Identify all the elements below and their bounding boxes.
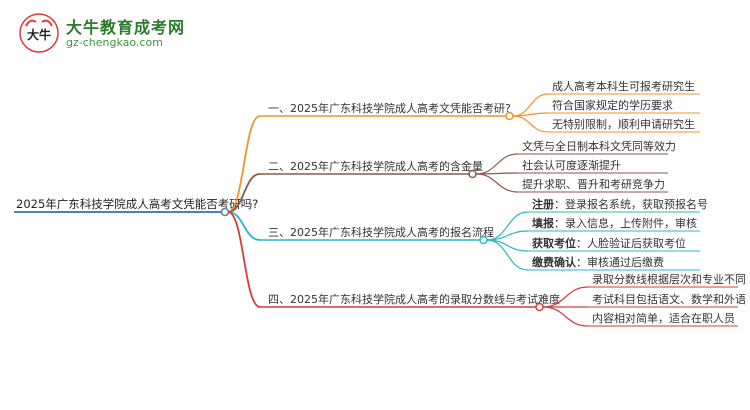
leaf-label: 缴费确认：审核通过后缴费 [532,255,664,269]
branch-label: 四、2025年广东科技学院成人高考的录取分数线与考试难度 [268,292,560,306]
branch-connector [227,173,261,213]
leaf-label-text: 社会认可度逐渐提升 [522,158,621,172]
root-label: 2025年广东科技学院成人高考文凭能否考研吗? [16,197,258,211]
leaf-label-bold: 注册 [532,197,554,211]
leaf-label-text: 提升求职、晋升和考研竞争力 [522,177,665,191]
leaf-label-text: 录取分数线根据层次和专业不同 [592,272,746,286]
branch-connector [227,211,261,308]
leaf-label: 成人高考本科生可报考研究生 [552,79,695,93]
leaf-label: 获取考位：人脸验证后获取考位 [532,236,686,250]
root-node [220,207,230,217]
leaf-label: 社会认可度逐渐提升 [522,158,621,172]
leaf-label: 考试科目包括语文、数学和外语 [592,292,746,306]
leaf-label-text: ：录入信息，上传附件，审核 [554,216,697,230]
leaf-connector [512,115,549,133]
branch-label: 二、2025年广东科技学院成人高考的含金量 [268,159,483,173]
leaf-label: 无特别限制，顺利申请研究生 [552,117,695,131]
leaf-connector [512,112,549,117]
leaf-label: 录取分数线根据层次和专业不同 [592,272,746,286]
leaf-label-text: ：登录报名系统，获取预报名号 [554,197,708,211]
leaf-label: 注册：登录报名系统，获取预报名号 [532,197,708,211]
leaf-label-text: 成人高考本科生可报考研究生 [552,79,695,93]
branch-label: 三、2025年广东科技学院成人高考的报名流程 [268,225,494,239]
logo-url: gz-chengkao.com [66,36,163,49]
leaf-label-text: 符合国家规定的学历要求 [552,98,673,112]
logo-mark-text: 大牛 [27,27,51,42]
branch-node [535,302,544,312]
branch-node [479,235,488,245]
leaf-label-text: 无特别限制，顺利申请研究生 [552,117,695,131]
branch-connector [227,115,261,213]
logo-mascot-icon: 大牛 [19,13,59,53]
leaf-label-bold: 缴费确认 [532,255,577,269]
leaf-label-bold: 获取考位 [532,236,576,250]
leaf-connector [486,239,529,271]
branch-node [468,169,477,179]
leaf-label: 填报：录入信息，上传附件，审核 [532,216,697,230]
leaf-label: 内容相对简单，适合在职人员 [592,311,735,325]
leaf-label-bold: 填报 [532,216,555,230]
leaf-connector [542,306,589,327]
branch-node [505,111,514,121]
leaf-label-text: ：审核通过后缴费 [576,255,664,269]
leaf-label: 符合国家规定的学历要求 [552,98,673,112]
leaf-label-text: ：人脸验证后获取考位 [576,236,686,250]
leaf-label: 提升求职、晋升和考研竞争力 [522,177,665,191]
branch-label: 一、2025年广东科技学院成人高考文凭能否考研? [268,101,511,115]
leaf-label: 文凭与全日制本科文凭同等效力 [522,139,676,153]
site-logo: 大牛 大牛教育成考网 gz-chengkao.com [18,12,184,56]
logo-title: 大牛教育成考网 [66,18,186,37]
leaf-label-text: 考试科目包括语文、数学和外语 [592,292,746,306]
leaf-connector [475,173,519,193]
leaf-label-text: 文凭与全日制本科文凭同等效力 [522,139,676,153]
leaf-label-text: 内容相对简单，适合在职人员 [592,311,735,325]
